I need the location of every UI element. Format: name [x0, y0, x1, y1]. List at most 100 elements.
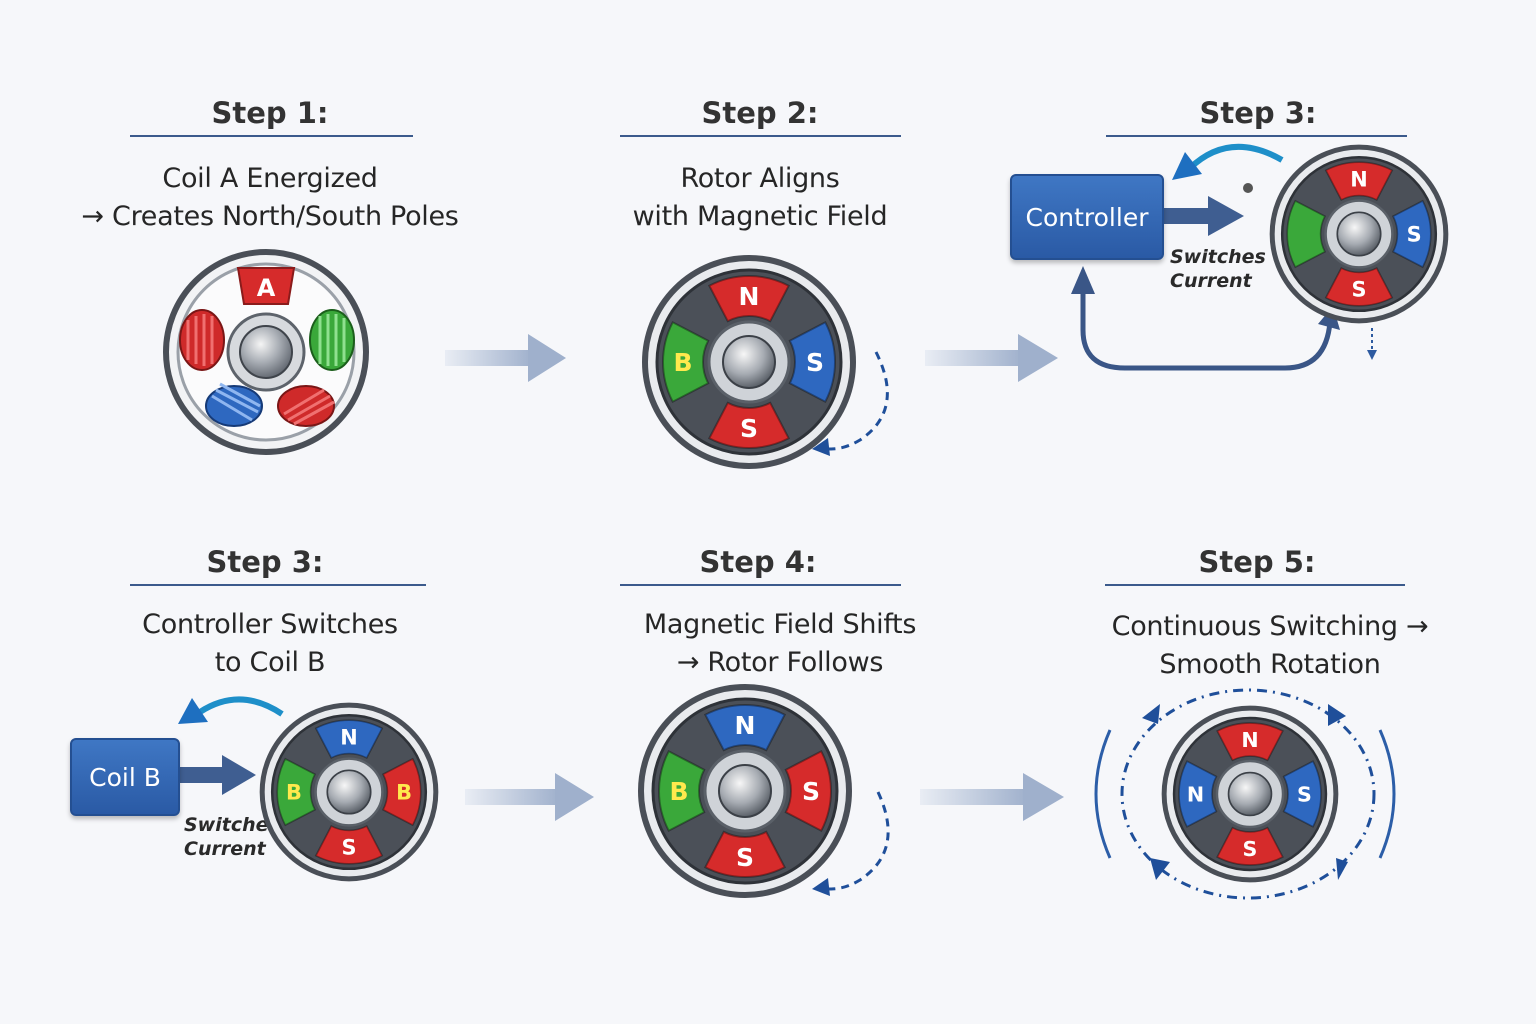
step-3-bottom-caption-line-1: Controller Switches [142, 609, 398, 640]
step-2-rotor-figure: N S S B [642, 255, 856, 469]
rotor-shaft [1336, 211, 1382, 257]
coil-red-left [179, 309, 225, 371]
feedback-loop-arrow [1080, 282, 1333, 371]
continuous-rotation-ring [1094, 688, 1396, 900]
rotor-pole-label-bottom: S [736, 843, 754, 872]
step-2-caption: Rotor Aligns with Magnetic Field [580, 160, 940, 236]
rotor-pole-label-top: N [1350, 167, 1367, 191]
curved-return-arrow [1187, 143, 1284, 171]
dotted-tick-head [1367, 350, 1377, 360]
step-4-title: Step 4: [699, 545, 817, 579]
rotor-pole-left [662, 320, 710, 404]
switches-current-note-top: Switches Current [1170, 245, 1266, 293]
coil-b-box: Coil B [70, 738, 180, 816]
step-5-caption: Continuous Switching → Smooth Rotation [1080, 608, 1460, 684]
rotor-pole-label-top: N [1241, 728, 1258, 752]
flow-arrow-1-2 [445, 334, 566, 382]
step-3-bottom-title: Step 3: [206, 545, 324, 579]
rotor-pole-label-bottom: S [740, 414, 758, 443]
step-5-rule [1105, 584, 1405, 586]
rotor-pole-top [314, 719, 384, 760]
rotor-shaft [1227, 771, 1273, 817]
rotor-pole-right [381, 757, 422, 827]
rotor-pole-right [1282, 760, 1322, 828]
rotor-pole-label-right: S [802, 777, 820, 806]
step-1-title: Step 1: [211, 96, 329, 130]
flow-arrow-4-5 [920, 773, 1064, 821]
rotor-pole-label-left: B [673, 348, 692, 377]
rotation-arrow-step-2 [821, 351, 889, 451]
coil-a-label: A [257, 274, 276, 302]
rotor-pole-right [788, 320, 836, 404]
coil-b-output-arrow [178, 755, 256, 795]
coil-b-curved-arrow [198, 696, 284, 717]
rotor-pole-label-right: B [396, 781, 412, 805]
step-3-top-title: Step 3: [1199, 96, 1317, 130]
coil-b-curved-head [178, 698, 208, 724]
rotor-pole-bottom [703, 830, 787, 878]
rotor-pole-label-top: N [735, 711, 756, 740]
step-4-caption: Magnetic Field Shifts → Rotor Follows [590, 606, 970, 682]
rotor-pole-left [276, 757, 317, 827]
rotor-pole-left [1178, 760, 1218, 828]
rotor-pole-right [784, 749, 832, 833]
rotor-pole-top [1324, 161, 1394, 202]
step-2-title: Step 2: [701, 96, 819, 130]
rotor-pole-label-top: N [739, 282, 760, 311]
step-1-caption: Coil A Energized → Creates North/South P… [60, 160, 480, 236]
step-4-rule [620, 584, 901, 586]
switches-current-bottom-line-2: Current [184, 838, 266, 860]
coil-a-pole: A [236, 267, 296, 305]
switches-current-top-line-1: Switches [1170, 246, 1266, 268]
step-3-top-rotor-figure: N S S [1269, 144, 1449, 324]
switches-current-top-line-2: Current [1170, 270, 1252, 292]
rotor-pole-top [703, 704, 787, 752]
step-5-caption-line-2: Smooth Rotation [1159, 649, 1381, 680]
rotor-pole-label-bottom: S [341, 836, 356, 860]
rotor-pole-label-right: S [1297, 782, 1312, 806]
rotor-pole-top [1216, 722, 1284, 762]
flow-arrow-2-3 [925, 334, 1058, 382]
step-3-bottom-caption-line-2: to Coil B [214, 647, 326, 678]
rotor-pole-label-top: N [340, 725, 357, 749]
rotor-pole-bottom [707, 401, 791, 449]
rotor-pole-label-left: B [286, 781, 302, 805]
step-3-bottom-rotor-figure: N B S B [259, 702, 439, 882]
switches-current-bottom-line-1: Switches [184, 814, 280, 836]
rotation-head-step-4 [812, 878, 830, 896]
rotor-shaft [722, 335, 776, 389]
switches-current-note-bottom: Switches Current [184, 813, 280, 861]
rotor-pole-top [707, 275, 791, 323]
step-4-rotor-figure: N S S B [638, 684, 852, 898]
rotation-arrow-step-4 [821, 791, 890, 891]
rotor-pole-bottom [1216, 826, 1284, 866]
step-5-caption-line-1: Continuous Switching → [1111, 611, 1429, 642]
step-1-caption-line-2: → Creates North/South Poles [81, 201, 459, 232]
step-2-rule [620, 135, 901, 137]
coil-red-bottom-right [277, 385, 335, 427]
curved-return-head [1172, 152, 1202, 180]
step-3-bottom-caption: Controller Switches to Coil B [100, 606, 440, 682]
step-1-stator-figure: A [163, 249, 369, 455]
rotor-pole-left [1286, 199, 1327, 269]
feedback-loop-head-up [1071, 266, 1095, 294]
step-4-caption-line-1: Magnetic Field Shifts [643, 609, 917, 640]
rotor-pole-left [658, 749, 706, 833]
step-2-caption-line-1: Rotor Aligns [680, 163, 840, 194]
flow-arrow-3-4 [465, 773, 594, 821]
step-3-bottom-rule [130, 584, 426, 586]
rotor-pole-label-bottom: S [1351, 278, 1366, 302]
rotor-pole-label-right: S [806, 348, 824, 377]
rotor-pole-bottom [314, 824, 384, 865]
step-4-caption-line-2: → Rotor Follows [676, 647, 884, 678]
step-1-rule [130, 135, 413, 137]
rotor-pole-label-left: B [669, 777, 688, 806]
rotor-pole-right [1391, 199, 1432, 269]
coil-blue-bottom-left [205, 382, 263, 427]
rotor-pole-label-right: S [1407, 223, 1422, 247]
step-5-title: Step 5: [1198, 545, 1316, 579]
rotor-shaft [718, 764, 772, 818]
rotor-pole-label-bottom: S [1243, 837, 1258, 861]
